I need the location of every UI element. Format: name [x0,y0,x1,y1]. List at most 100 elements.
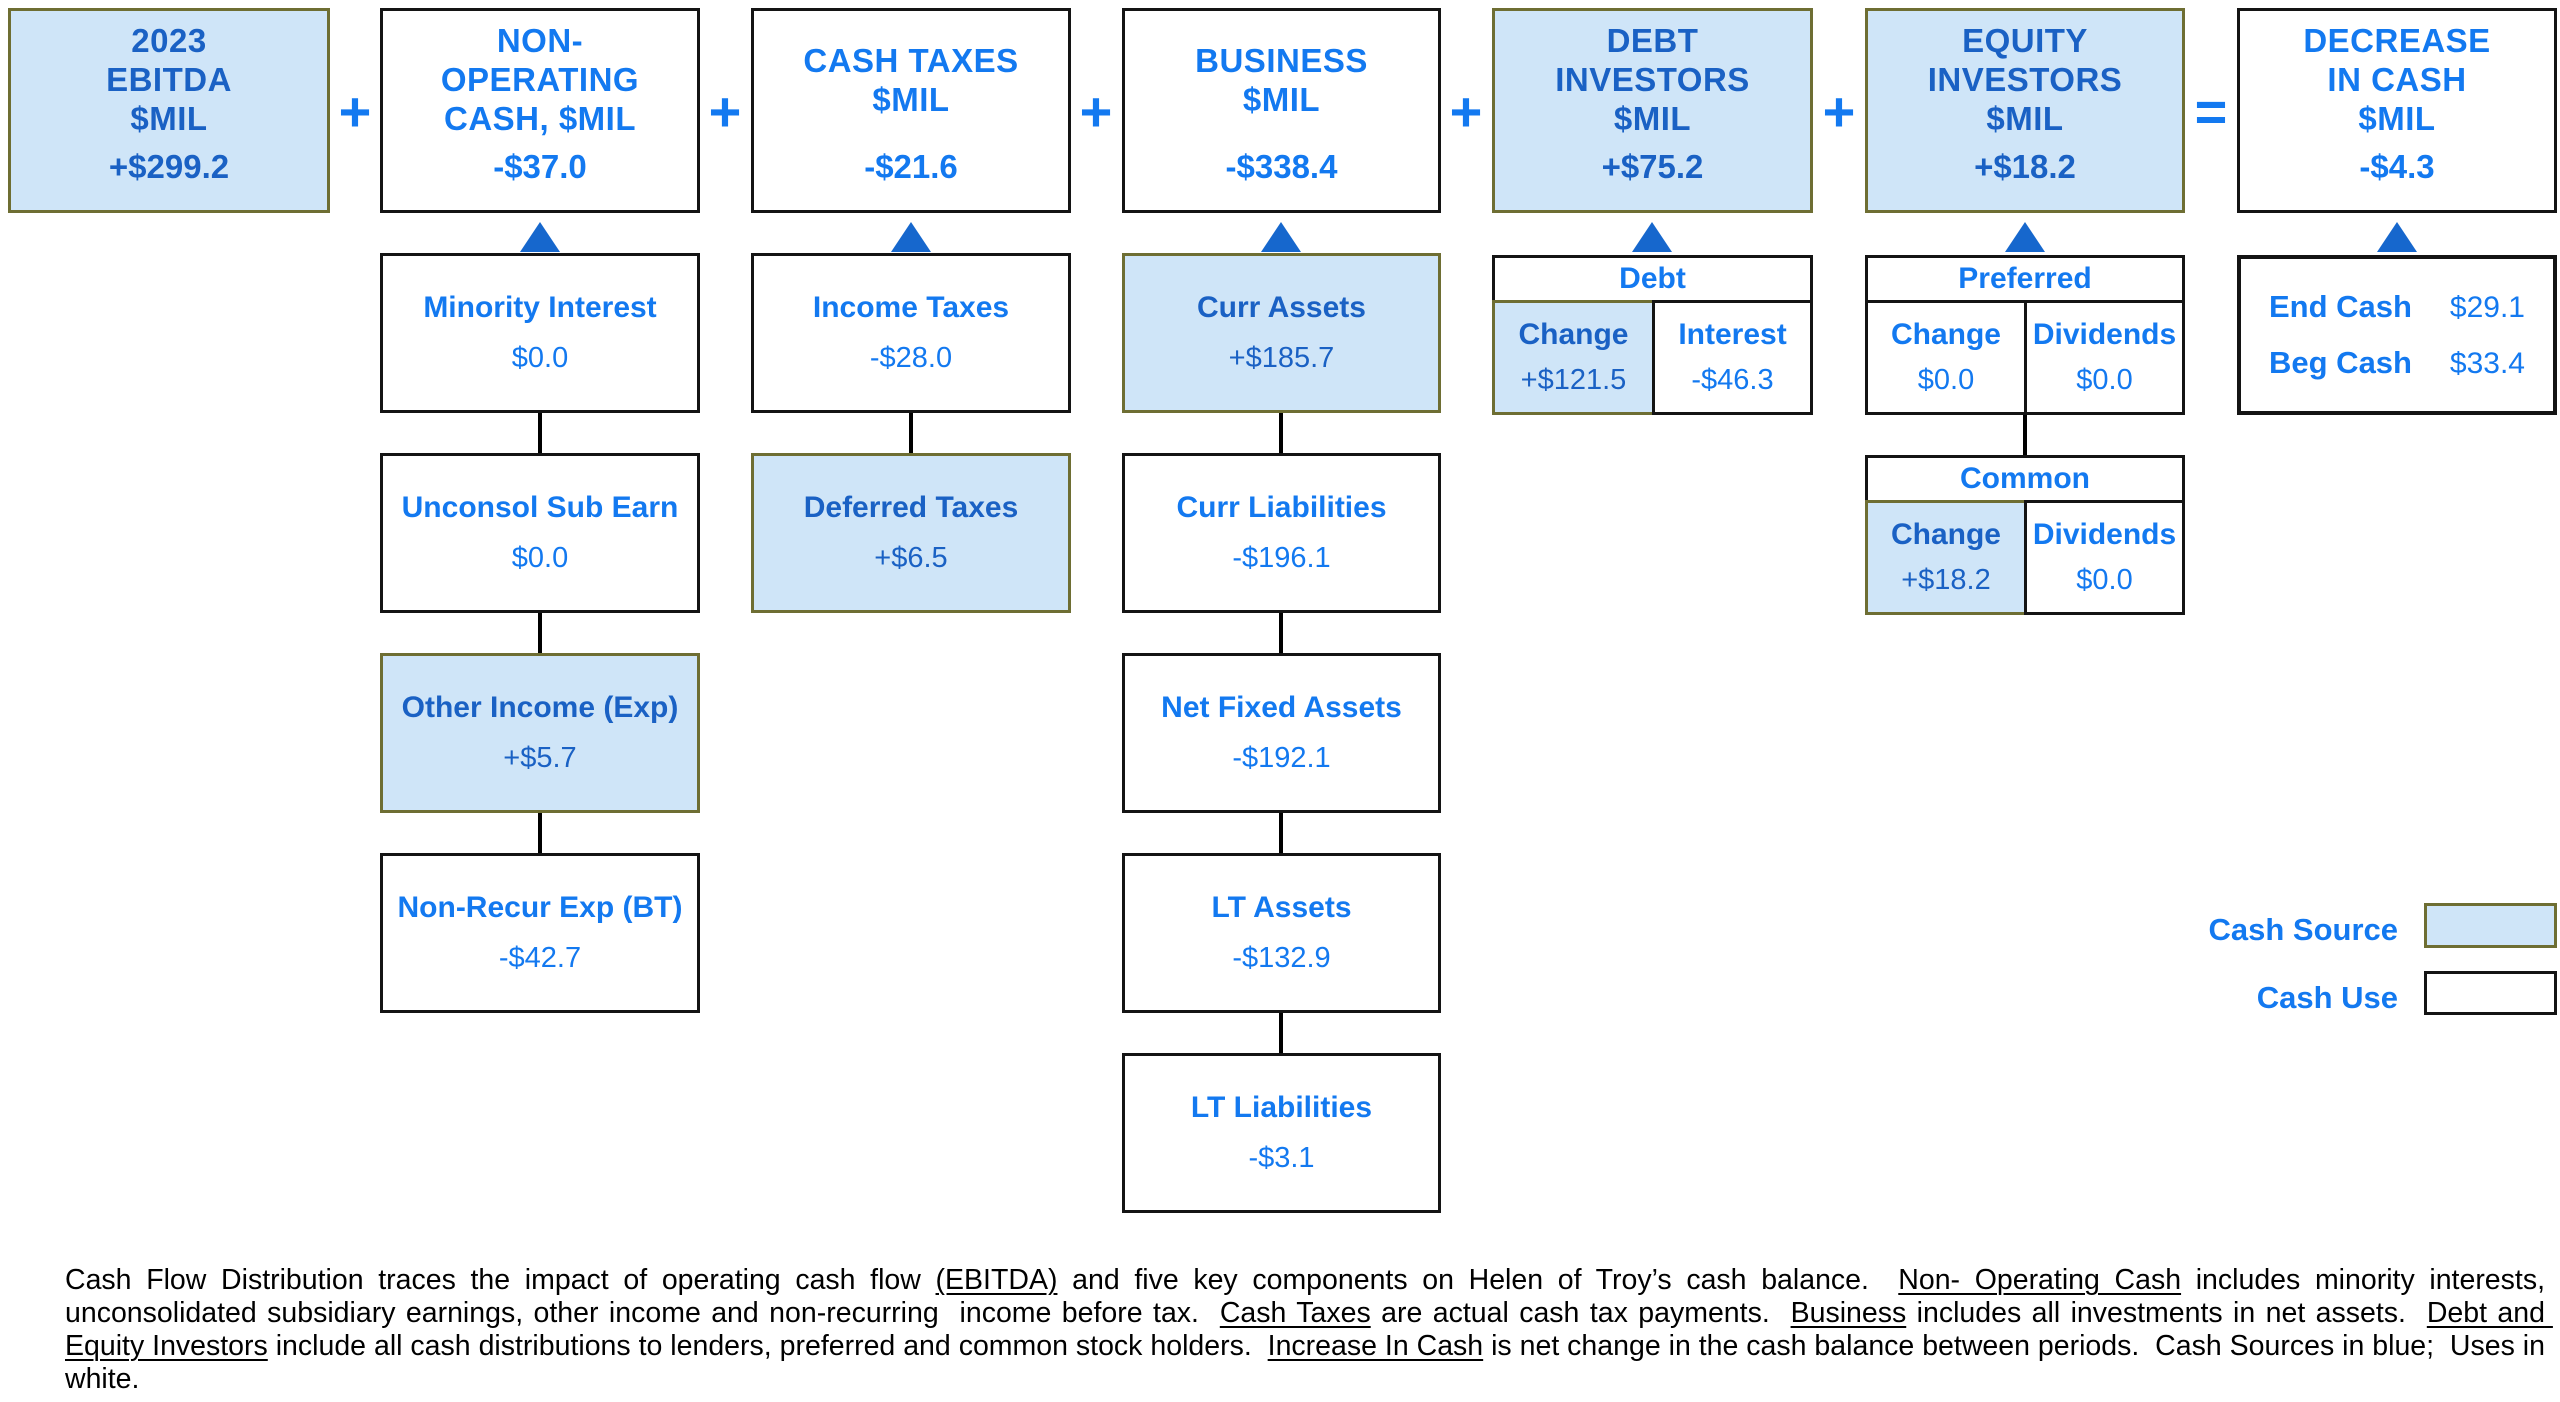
footnote-underlined-term: Business [1790,1297,1907,1329]
sub-box-curr-assets: Curr Assets +$185.7 [1122,253,1441,413]
sub-box-deferred-taxes: Deferred Taxes +$6.5 [751,453,1071,613]
common-dividends-value: $0.0 [2076,564,2133,596]
top-box-debt-investors: DEBT INVESTORS $MIL +$75.2 [1492,8,1813,213]
footnote-text: Cash Flow Distribution traces the impact… [65,1264,2545,1396]
up-triangle-icon [1261,222,1301,252]
debt-change-cell: Change +$121.5 [1492,300,1655,415]
sub-box-value: $0.0 [511,342,569,374]
sub-box-value: +$5.7 [503,742,577,774]
sub-box-non-recur-exp: Non-Recur Exp (BT) -$42.7 [380,853,700,1013]
legend-cash-source-swatch [2424,903,2557,948]
sub-box-income-taxes: Income Taxes -$28.0 [751,253,1071,413]
sub-box-value: +$185.7 [1228,342,1335,374]
top-box-non-operating-cash: NON- OPERATING CASH, $MIL -$37.0 [380,8,700,213]
equals-operator: = [2194,80,2228,143]
sub-box-label: Minority Interest [423,291,657,324]
footnote-segment: is net change in the cash balance betwee… [65,1330,2553,1395]
common-change-label: Change [1890,518,2001,551]
up-triangle-icon [891,222,931,252]
footnote-underlined-term: Debt and Equity Investors [65,1297,2553,1362]
debt-interest-value: -$46.3 [1691,364,1774,396]
sub-box-value: $0.0 [511,542,569,574]
sub-box-label: Net Fixed Assets [1161,691,1402,724]
beg-cash-value: $33.4 [2449,347,2525,380]
connector-line [1279,413,1283,453]
sub-box-value: +$6.5 [874,542,948,574]
top-box-cash-taxes: CASH TAXES $MIL -$21.6 [751,8,1071,213]
sub-box-net-fixed-assets: Net Fixed Assets -$192.1 [1122,653,1441,813]
sub-box-label: Other Income (Exp) [401,691,679,724]
top-box-business-value: -$338.4 [1225,148,1338,185]
sub-box-label: LT Assets [1211,891,1352,924]
beg-cash-row: Beg Cash $33.4 [2269,345,2525,381]
plus-operator: + [1079,80,1113,143]
preferred-change-cell: Change $0.0 [1865,300,2027,415]
common-dividends-cell: Dividends $0.0 [2024,500,2185,615]
common-change-value: +$18.2 [1901,564,1991,596]
sub-box-label: Curr Assets [1197,291,1366,324]
preferred-dividends-label: Dividends [2032,318,2177,351]
up-triangle-icon [520,222,560,252]
debt-interest-cell: Interest -$46.3 [1652,300,1813,415]
top-box-non-operating-value: -$37.0 [493,148,587,185]
preferred-dividends-cell: Dividends $0.0 [2024,300,2185,415]
sub-box-other-income: Other Income (Exp) +$5.7 [380,653,700,813]
sub-box-label: Non-Recur Exp (BT) [397,891,683,924]
sub-box-lt-assets: LT Assets -$132.9 [1122,853,1441,1013]
top-box-ebitda: 2023 EBITDA $MIL +$299.2 [8,8,330,213]
plus-operator: + [338,80,372,143]
top-box-equity-investors-title: EQUITY INVESTORS $MIL [1927,22,2123,137]
footnote-segment: include all cash distributions to lender… [267,1330,1268,1362]
top-box-debt-investors-title: DEBT INVESTORS $MIL [1555,22,1750,137]
end-cash-value: $29.1 [2449,291,2525,324]
sub-box-label: Income Taxes [812,291,1010,324]
up-triangle-icon [1632,222,1672,252]
preferred-dividends-value: $0.0 [2076,364,2133,396]
connector-line [2023,415,2027,455]
sub-box-value: -$28.0 [869,342,953,374]
up-triangle-icon [2005,222,2045,252]
top-box-business-title: BUSINESS $MIL [1195,41,1368,118]
top-box-cash-taxes-value: -$21.6 [864,148,958,185]
top-box-cash-taxes-title: CASH TAXES $MIL [803,41,1019,118]
end-cash-row: End Cash $29.1 [2269,289,2525,325]
sub-box-value: -$132.9 [1232,942,1331,974]
top-box-decrease-in-cash: DECREASE IN CASH $MIL -$4.3 [2237,8,2557,213]
common-table-header: Common [1865,455,2185,503]
top-box-ebitda-title: 2023 EBITDA $MIL [106,22,232,137]
sub-box-label: LT Liabilities [1190,1091,1373,1124]
legend-cash-source-label: Cash Source [2208,912,2398,947]
plus-operator: + [1822,80,1856,143]
connector-line [538,613,542,653]
beg-cash-label: Beg Cash [2269,345,2412,380]
plus-operator: + [1449,80,1483,143]
footnote-segment: and five key components on Helen of Troy… [1057,1264,1899,1296]
top-box-business: BUSINESS $MIL -$338.4 [1122,8,1441,213]
plus-operator: + [708,80,742,143]
sub-box-value: -$3.1 [1248,1142,1315,1174]
legend-cash-use-swatch [2424,971,2557,1015]
sub-box-unconsol-sub-earn: Unconsol Sub Earn $0.0 [380,453,700,613]
up-triangle-icon [2377,222,2417,252]
debt-table-header: Debt [1492,255,1813,303]
footnote-underlined-term: (EBITDA) [935,1264,1058,1296]
sub-box-minority-interest: Minority Interest $0.0 [380,253,700,413]
footnote-underlined-term: Cash Taxes [1219,1297,1371,1329]
preferred-change-value: $0.0 [1917,364,1975,396]
footnote-segment: are actual cash tax payments. [1370,1297,1791,1329]
connector-line [1279,813,1283,853]
sub-box-value: -$196.1 [1232,542,1331,574]
cash-balance-box: End Cash $29.1 Beg Cash $33.4 [2237,255,2557,415]
end-cash-label: End Cash [2269,289,2412,324]
top-box-ebitda-value: +$299.2 [108,148,230,185]
footnote-segment: includes all investments in net assets. [1906,1297,2427,1329]
connector-line [1279,613,1283,653]
connector-line [538,413,542,453]
sub-box-value: -$42.7 [498,942,582,974]
top-box-equity-investors: EQUITY INVESTORS $MIL +$18.2 [1865,8,2185,213]
footnote-underlined-term: Increase In Cash [1267,1330,1484,1362]
top-box-decrease-title: DECREASE IN CASH $MIL [2303,22,2491,137]
common-change-cell: Change +$18.2 [1865,500,2027,615]
debt-interest-label: Interest [1678,318,1787,351]
